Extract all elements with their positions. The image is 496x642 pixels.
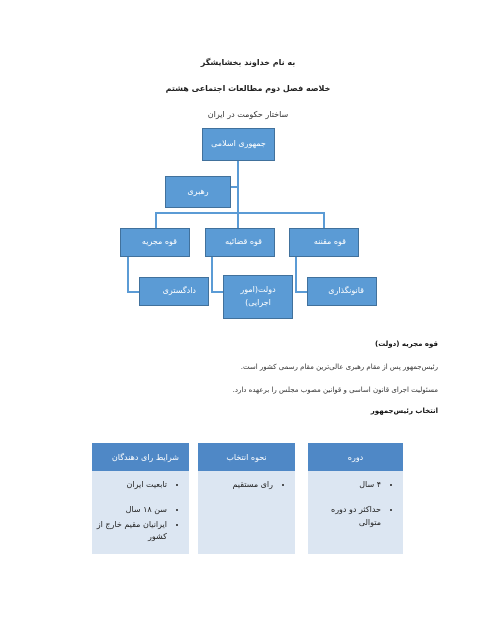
org-chart: جمهوری اسلامی رهبری قوه مجریه قوه قضائیه…: [120, 128, 377, 319]
voters-card-title: شرایط رای دهندگان: [92, 443, 189, 471]
connector-legislative-down: [295, 256, 297, 293]
section-line-2: مسئولیت اجرای قانون اساسی و قوانین مصوب …: [232, 386, 438, 394]
method-card-body: رای مستقیم: [198, 471, 295, 492]
section-heading: قوه مجریه (دولت): [375, 340, 438, 348]
page-title: به نام خداوند بخشایشگر: [200, 58, 296, 67]
connector-horizontal: [155, 212, 325, 214]
org-executive-box: قوه مجریه: [120, 228, 190, 257]
connector-root-trunk: [237, 160, 239, 213]
list-item: سن ۱۸ سال: [96, 504, 167, 517]
page-subtitle: خلاصه فصل دوم مطالعات اجتماعی هشتم: [165, 84, 331, 93]
list-item: ۴ سال: [312, 479, 381, 492]
connector-judiciary: [237, 212, 239, 228]
list-item: ایرانیان مقیم خارج از کشور: [96, 519, 167, 545]
connector-legislative: [323, 212, 325, 228]
connector-executive-down: [127, 256, 129, 293]
org-leader-box: رهبری: [165, 176, 231, 208]
term-card-body: ۴ سال حداکثر دو دوره متوالی: [308, 471, 403, 529]
connector-executive: [155, 212, 157, 228]
list-item: رای مستقیم: [202, 479, 273, 492]
method-card-title: نحوه انتخاب: [198, 443, 295, 471]
section-line-1: رئیس‌جمهور پس از مقام رهبری عالی‌ترین مق…: [240, 363, 438, 371]
org-government-box: دولت(امور اجرایی): [223, 275, 293, 319]
term-card: دوره ۴ سال حداکثر دو دوره متوالی: [308, 443, 403, 554]
list-item: تابعیت ایران: [96, 479, 167, 492]
voters-card-body: تابعیت ایران سن ۱۸ سال ایرانیان مقیم خار…: [92, 471, 189, 544]
chart-caption: ساختار حکومت در ایران: [207, 110, 289, 119]
method-list: رای مستقیم: [202, 479, 285, 492]
org-root-box: جمهوری اسلامی: [202, 128, 275, 161]
connector-leader: [230, 186, 238, 188]
org-legislation-box: قانونگذاری: [307, 277, 377, 306]
term-list: ۴ سال حداکثر دو دوره متوالی: [312, 479, 393, 529]
list-item: حداکثر دو دوره متوالی: [312, 504, 381, 530]
connector-judiciary-side: [211, 291, 223, 293]
voters-list: تابعیت ایران سن ۱۸ سال ایرانیان مقیم خار…: [96, 479, 179, 544]
connector-legislative-side: [295, 291, 307, 293]
voters-card: شرایط رای دهندگان تابعیت ایران سن ۱۸ سال…: [92, 443, 189, 554]
org-courts-box: دادگستری: [139, 277, 209, 306]
org-legislative-box: قوه مقننه: [289, 228, 359, 257]
election-heading: انتخاب رئیس‌جمهور: [370, 407, 438, 415]
connector-judiciary-down: [211, 256, 213, 293]
org-judiciary-box: قوه قضائیه: [205, 228, 275, 257]
term-card-title: دوره: [308, 443, 403, 471]
connector-executive-side: [127, 291, 139, 293]
method-card: نحوه انتخاب رای مستقیم: [198, 443, 295, 554]
